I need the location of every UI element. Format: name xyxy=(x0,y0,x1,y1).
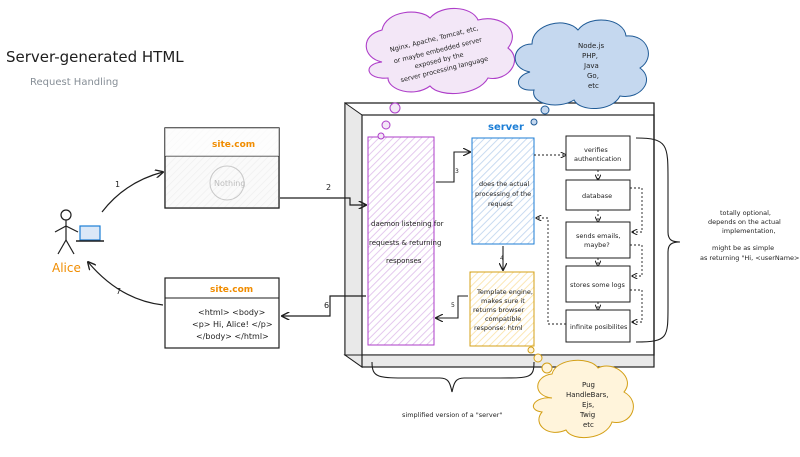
templates-cloud-line: Pug xyxy=(582,381,595,389)
server-brace xyxy=(371,361,535,393)
step-auth-line: verifies xyxy=(584,146,608,154)
languages-cloud-line: Node.js xyxy=(578,42,604,50)
step-4-label: 4 xyxy=(500,255,504,262)
server-brace-note: simplified version of a "server" xyxy=(402,411,502,419)
step-auth-line: authentication xyxy=(574,155,621,163)
arrow-step-3 xyxy=(436,152,470,183)
arrow-step-5 xyxy=(436,295,468,318)
languages-cloud-line: etc xyxy=(588,82,599,90)
template-line: makes sure it xyxy=(481,297,525,305)
processing-box xyxy=(471,137,535,245)
step-emails-line: sends emails, xyxy=(576,232,620,240)
step-database-label: database xyxy=(582,192,612,200)
languages-cloud-line: Go, xyxy=(587,72,599,80)
templates-cloud-line: HandleBars, xyxy=(566,391,609,399)
step-1-label: 1 xyxy=(115,180,120,189)
step-logs-label: stores some logs xyxy=(570,281,626,289)
webserver-cloud xyxy=(365,7,515,140)
response-doc-line: <p> Hi, Alice! </p> xyxy=(192,320,273,329)
optional-note-line: totally optional, xyxy=(720,209,771,217)
server-label: server xyxy=(488,122,524,133)
step-2-label: 2 xyxy=(326,183,331,192)
step-emails-line: maybe? xyxy=(584,241,610,249)
daemon-line: requests & returning xyxy=(369,239,441,247)
processing-line: request xyxy=(488,200,513,208)
response-document xyxy=(164,277,280,349)
arrow-step-1 xyxy=(101,172,163,213)
optional-note-line: implementation, xyxy=(722,227,776,235)
template-line: returns browser xyxy=(473,306,525,314)
alice-label: Alice xyxy=(52,261,81,275)
processing-line: processing of the xyxy=(475,190,531,198)
template-line: response: html xyxy=(474,324,523,332)
step-box-infinite xyxy=(565,309,631,343)
response-doc-header: site.com xyxy=(210,285,253,295)
template-line: compatible xyxy=(485,315,521,323)
request-document xyxy=(164,127,280,209)
step-3-label: 3 xyxy=(455,168,459,175)
arrow-step-6 xyxy=(282,295,366,316)
optional-brace xyxy=(635,137,681,343)
alice-figure xyxy=(54,209,104,255)
response-doc-line: <html> <body> xyxy=(198,308,265,317)
step-5-label: 5 xyxy=(451,302,455,309)
step-connectors xyxy=(534,155,643,324)
languages-cloud-line: Java xyxy=(583,62,599,70)
page-subtitle: Request Handling xyxy=(30,77,118,88)
optional-note-line: depends on the actual xyxy=(708,218,781,226)
step-6-label: 6 xyxy=(324,301,329,310)
response-doc-line: </body> </html> xyxy=(196,332,269,341)
templates-cloud-line: Twig xyxy=(579,411,595,419)
daemon-line: daemon listening for xyxy=(371,220,444,228)
template-engine-box xyxy=(469,271,535,347)
step-box-emails xyxy=(565,221,631,259)
arrow-step-2 xyxy=(280,197,366,205)
templates-cloud xyxy=(527,346,634,439)
optional-note-line: as returning "Hi, <userName>" xyxy=(700,254,800,262)
processing-line: does the actual xyxy=(479,180,529,188)
page-title: Server-generated HTML xyxy=(6,48,184,66)
templates-cloud-line: etc xyxy=(583,421,594,429)
daemon-box xyxy=(367,136,435,346)
request-doc-header: site.com xyxy=(212,140,255,150)
languages-cloud xyxy=(514,19,649,126)
request-doc-body: Nothing xyxy=(214,179,245,188)
templates-cloud-line: Ejs, xyxy=(582,401,594,409)
optional-note-line: might be as simple xyxy=(712,244,774,252)
step-infinite-label: infinite posibilites xyxy=(570,323,628,331)
languages-cloud-line: PHP, xyxy=(582,52,598,60)
step-7-label: 7 xyxy=(116,287,121,296)
daemon-line: responses xyxy=(386,257,422,265)
arrow-step-7 xyxy=(88,262,164,306)
template-line: Template engine, xyxy=(476,288,533,296)
